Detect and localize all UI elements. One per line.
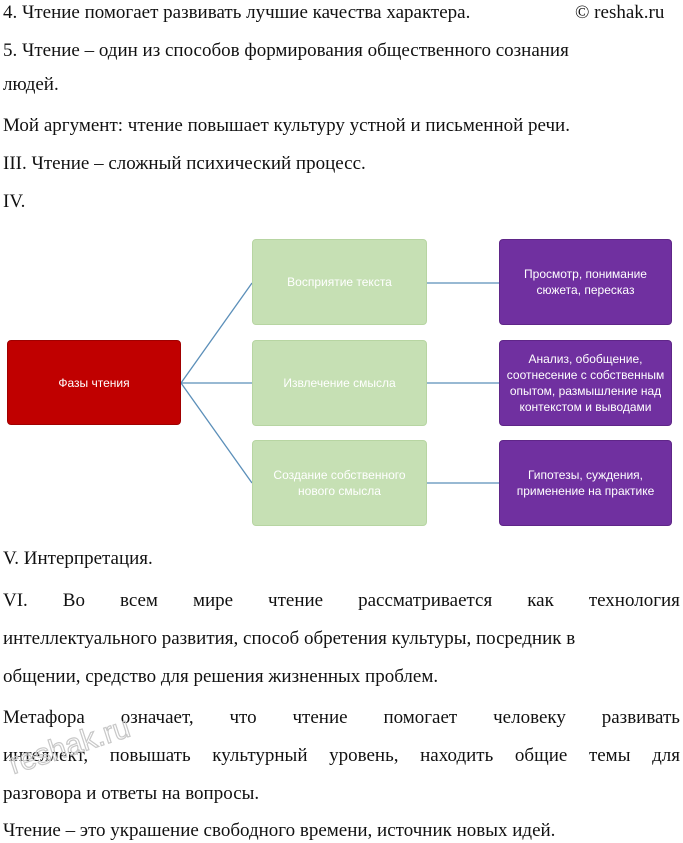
metaphor-a-word: что [229, 707, 257, 728]
metaphor-c: разговора и ответы на вопросы. [3, 783, 260, 804]
metaphor-a-word: человеку [493, 707, 566, 728]
phase-label-2: Извлечение смысла [283, 376, 396, 390]
metaphor-b-word: находить [420, 745, 494, 766]
line-4: 4. Чтение помогает развивать лучшие каче… [3, 2, 471, 23]
section-6-word: мире [192, 590, 234, 611]
connector-root-phase-1 [180, 282, 253, 384]
reading-phases-diagram: Фазы чтения Восприятие текста Извлечение… [0, 230, 683, 530]
detail-box-1: Просмотр, понимание сюжета, пересказ [499, 239, 672, 325]
line-5a: 5. Чтение – один из способов формировани… [3, 40, 569, 61]
section-5: V. Интерпретация. [3, 548, 153, 569]
section-6-word: рассматривается [358, 590, 493, 611]
watermark-top: © reshak.ru [575, 2, 665, 23]
detail-label-2: Анализ, обобщение, соотнесение с собстве… [506, 352, 665, 414]
section-6-word: чтение [268, 590, 324, 611]
section-6-word: технология [588, 590, 680, 611]
metaphor-b: интеллект, повышать культурный уровень, нахо… [3, 745, 680, 767]
metaphor-a-word: Метафора [3, 707, 85, 728]
line-5b: людей. [3, 74, 59, 95]
metaphor-a-word: развивать [601, 707, 680, 728]
phase-box-2: Извлечение смысла [252, 340, 427, 426]
metaphor-a-word: чтение [292, 707, 348, 728]
metaphor-b-word: общие [514, 745, 568, 766]
metaphor-b-word: повышать [109, 745, 191, 766]
section-6-word: как [527, 590, 554, 611]
metaphor-b-word: темы [588, 745, 631, 766]
metaphor-a-word: помогает [383, 707, 458, 728]
section-6-word: Во [62, 590, 85, 611]
detail-label-1: Просмотр, понимание сюжета, пересказ [524, 267, 647, 297]
phase-box-3: Создание собственного нового смысла [252, 440, 427, 526]
root-box: Фазы чтения [7, 340, 181, 425]
section-6-word: VI. [3, 590, 28, 611]
connector-root-phase-3 [180, 382, 253, 484]
section-6a: VI. Во всем мире чтение рассматривается как тех… [3, 590, 680, 612]
section-3: III. Чтение – сложный психический процес… [3, 153, 366, 174]
phase-label-3: Создание собственного нового смысла [273, 468, 406, 498]
argument-line: Мой аргумент: чтение повышает культуру у… [3, 115, 570, 136]
phase-box-1: Восприятие текста [252, 239, 427, 325]
detail-box-3: Гипотезы, суждения, применение на практи… [499, 440, 672, 526]
metaphor-b-word: уровень, [329, 745, 399, 766]
detail-label-3: Гипотезы, суждения, применение на практи… [516, 468, 655, 498]
section-4: IV. [3, 191, 26, 212]
section-6c: общении, средство для решения жизненных … [3, 666, 439, 687]
metaphor-a-word: означает, [120, 707, 194, 728]
metaphor-b-word: интеллект, [3, 745, 89, 766]
phase-label-1: Восприятие текста [287, 275, 392, 289]
root-label: Фазы чтения [58, 375, 130, 390]
detail-box-2: Анализ, обобщение, соотнесение с собстве… [499, 340, 672, 426]
metaphor-a: Метафора означает, что чтение помогает челове… [3, 707, 680, 729]
metaphor-b-word: культурный [212, 745, 308, 766]
section-6b: интеллектуального развития, способ обрет… [3, 628, 576, 649]
diagram-connectors [180, 282, 499, 484]
metaphor-b-word: для [652, 745, 680, 766]
final-line: Чтение – это украшение свободного времен… [3, 820, 556, 841]
section-6-word: всем [119, 590, 158, 611]
